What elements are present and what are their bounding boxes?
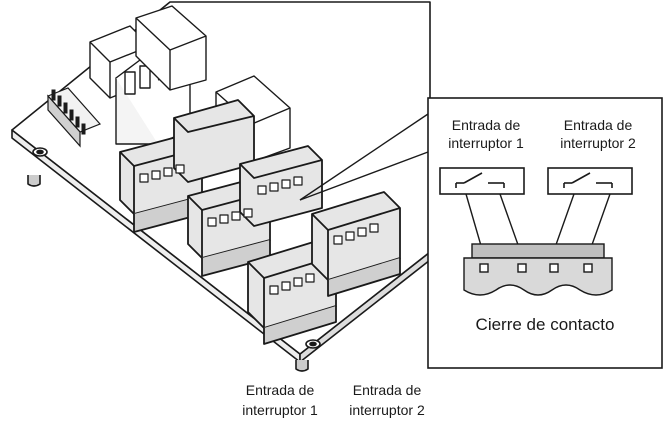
standoff <box>295 360 309 372</box>
pin-header <box>46 87 102 148</box>
standoff <box>27 175 41 187</box>
board-switch-1-label-line1: Entrada de <box>246 382 315 398</box>
mounting-hole <box>32 147 48 157</box>
terminal-block <box>311 191 401 297</box>
callout-leader <box>299 113 429 201</box>
callout-switch-2-label-line1: Entrada de <box>564 117 633 133</box>
switch-symbol-1 <box>439 167 525 195</box>
terminal-blocks <box>119 99 401 345</box>
callout-box: Entrada de interruptor 1 Entrada de inte… <box>427 97 663 369</box>
board-switch-2-label-line2: interruptor 2 <box>349 402 425 418</box>
board-switch-2-label-line1: Entrada de <box>353 382 422 398</box>
contact-connector <box>463 243 613 296</box>
contact-closure-caption: Cierre de contacto <box>476 315 615 334</box>
board-switch-1-label-line2: interruptor 1 <box>242 402 318 418</box>
callout-switch-1-label-line1: Entrada de <box>452 117 521 133</box>
mounting-hole <box>305 339 321 349</box>
callout-switch-1-label-line2: interruptor 1 <box>448 135 524 151</box>
switch-symbol-2 <box>547 167 633 195</box>
callout-switch-2-label-line2: interruptor 2 <box>560 135 636 151</box>
